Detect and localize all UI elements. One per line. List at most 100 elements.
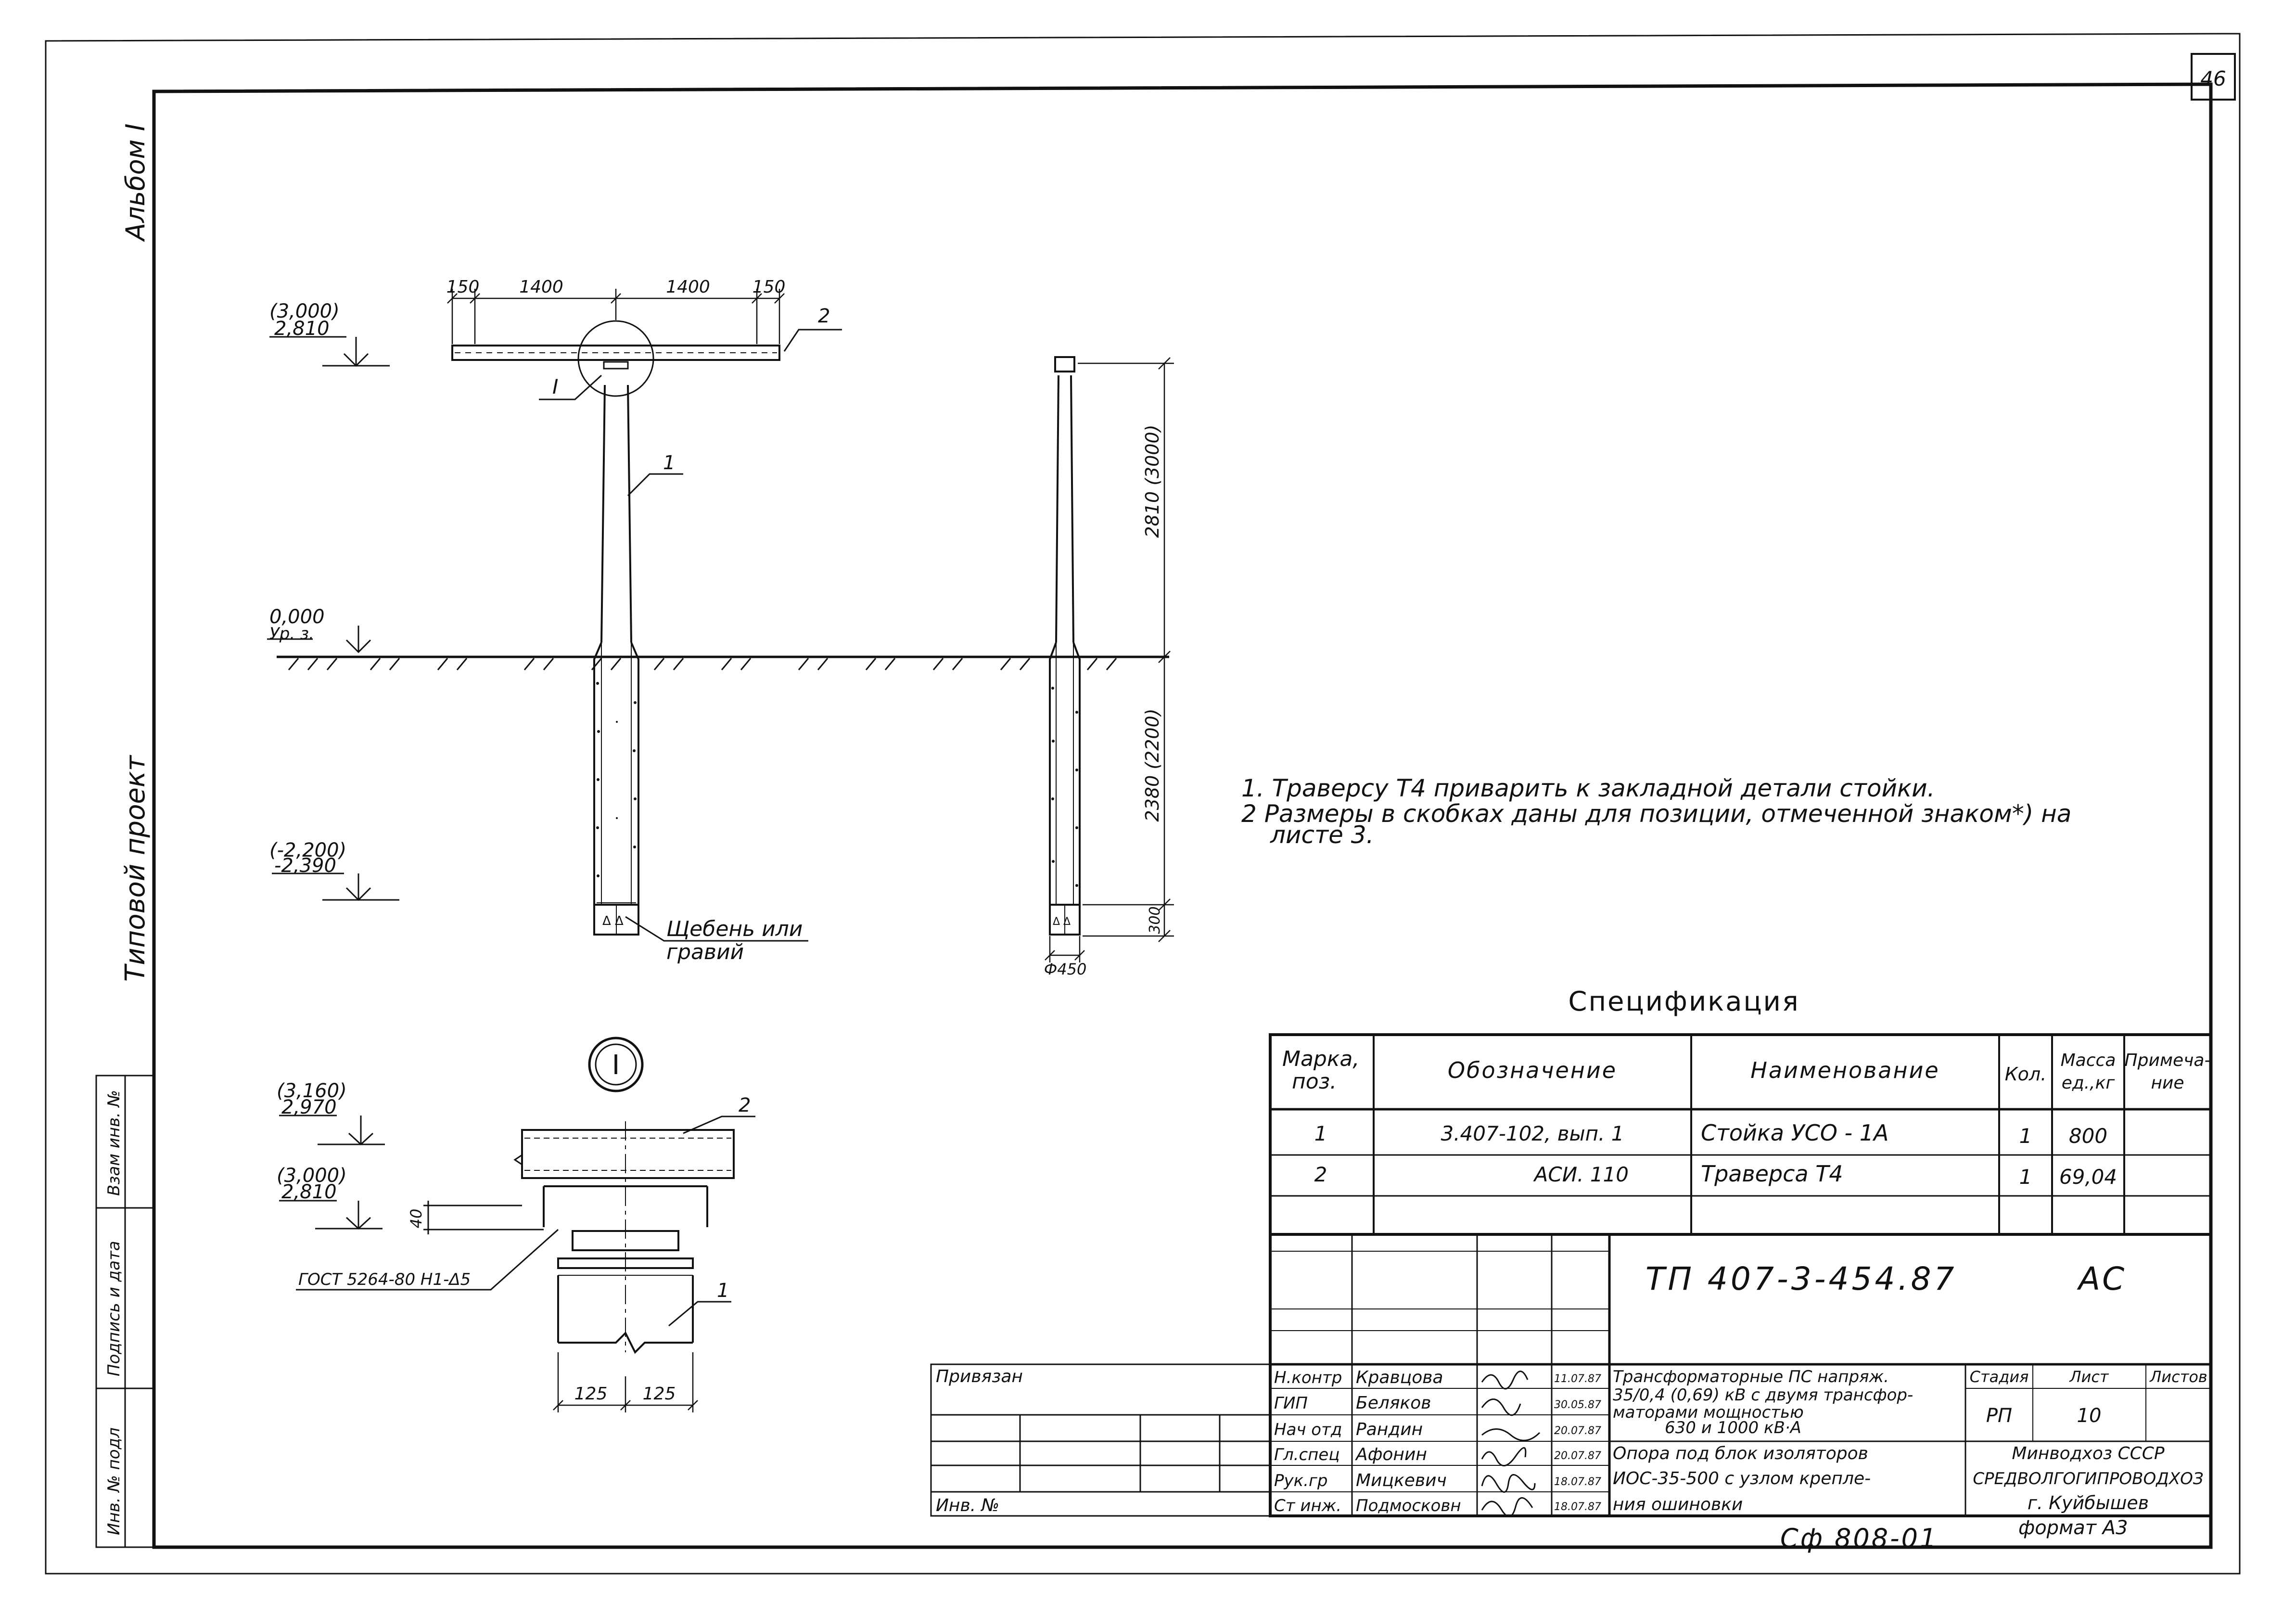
note-2: 2 Размеры в скобках даны для позиции, от… bbox=[1241, 800, 2071, 828]
dim-150-left: 150 bbox=[446, 277, 480, 297]
dim-1400-right: 1400 bbox=[666, 277, 710, 297]
sheet-title-2: ИОС-35-500 с узлом крепле- bbox=[1613, 1469, 1871, 1488]
detail-bottom-dims bbox=[553, 1352, 698, 1412]
weld-label: ГОСТ 5264-80 Н1-Δ5 bbox=[298, 1270, 471, 1289]
pole-front-fill-dots bbox=[596, 682, 637, 877]
sheet-number: 46 bbox=[2200, 67, 2226, 90]
base-glyph-left: Δ Δ bbox=[602, 914, 624, 928]
sheet-no-value: 10 bbox=[2077, 1405, 2102, 1427]
spec-header-note: Примеча- bbox=[2125, 1051, 2211, 1070]
spec-header-mass-2: ед.,кг bbox=[2062, 1073, 2116, 1093]
role-gip: ГИП bbox=[1274, 1394, 1308, 1413]
spec-title: Спецификация bbox=[1568, 986, 1799, 1017]
detail-dim-right: 125 bbox=[643, 1384, 676, 1404]
base-glyph-right: Δ Δ bbox=[1053, 916, 1071, 928]
sheet-title-3: ния ошиновки bbox=[1613, 1495, 1743, 1514]
note-1: 1. Траверсу Т4 приварить к закладной дет… bbox=[1241, 774, 1935, 802]
elev-top: 2,810 bbox=[274, 318, 330, 340]
role-nachotd: Нач отд bbox=[1274, 1420, 1342, 1439]
elev-bottom-paren: (-2,200) bbox=[269, 839, 346, 861]
role-rukgr: Рук.гр bbox=[1274, 1471, 1327, 1490]
gravel-leader bbox=[625, 916, 808, 942]
sheet-frame bbox=[45, 33, 2241, 1575]
detail-elev-a-paren: (3,160) bbox=[277, 1080, 347, 1102]
gravel-label-1: Щебень или bbox=[666, 917, 803, 941]
detail-leaders bbox=[668, 1116, 755, 1327]
signatures bbox=[1481, 1371, 1541, 1517]
dim-lower: 2380 (2200) bbox=[1142, 708, 1163, 821]
spec-row2-designation: АСИ. 110 bbox=[1533, 1163, 1629, 1186]
weld-leader bbox=[296, 1229, 559, 1291]
stage-label: Стадия bbox=[1970, 1368, 2029, 1386]
detail-label: I bbox=[612, 1050, 620, 1081]
spec-row1-name: Стойка УСО - 1А bbox=[1701, 1120, 1888, 1146]
elev-top-paren: (3,000) bbox=[269, 300, 340, 322]
spec-row1-designation: 3.407-102, вып. 1 bbox=[1441, 1122, 1624, 1145]
binding-block bbox=[930, 1363, 1271, 1517]
position-leaders bbox=[539, 329, 842, 497]
project-title-3: маторами мощностью bbox=[1613, 1403, 1804, 1422]
date-4: 20.07.87 bbox=[1554, 1450, 1601, 1462]
name-afonin: Афонин bbox=[1355, 1445, 1427, 1464]
top-dimensions bbox=[447, 289, 785, 344]
format-label: формат А3 bbox=[2018, 1517, 2128, 1539]
dim-upper: 2810 (3000) bbox=[1142, 424, 1163, 538]
org-2: СРЕДВОЛГОГИПРОВОДХОЗ bbox=[1973, 1469, 2203, 1488]
copy-code: Сф 808-01 bbox=[1780, 1523, 1938, 1553]
detail-elev-a: 2,970 bbox=[281, 1096, 337, 1118]
dim-base: 300 bbox=[1147, 906, 1163, 934]
spec-header-note-2: ние bbox=[2151, 1073, 2184, 1093]
role-stinzh: Ст инж. bbox=[1274, 1496, 1341, 1515]
name-belyakov: Беляков bbox=[1356, 1393, 1431, 1413]
detail-pos-2: 2 bbox=[739, 1094, 751, 1116]
org-1: Минводхоз СССР bbox=[2012, 1444, 2164, 1463]
spec-row2-qty: 1 bbox=[2019, 1165, 2032, 1189]
spec-header-mark: Марка, bbox=[1282, 1047, 1359, 1071]
date-2: 30.05.87 bbox=[1554, 1399, 1601, 1411]
spec-row2-mark: 2 bbox=[1314, 1163, 1327, 1186]
name-randin: Рандин bbox=[1356, 1420, 1423, 1439]
stage-value: РП bbox=[1986, 1405, 2012, 1427]
album-label: Альбом I bbox=[120, 124, 151, 242]
elev-zero-sub: Ур. з. bbox=[269, 624, 314, 643]
date-5: 18.07.87 bbox=[1554, 1476, 1601, 1488]
detail-elevations bbox=[279, 1115, 544, 1234]
project-type-label: Типовой проект bbox=[120, 755, 151, 982]
detail-dim-left: 125 bbox=[574, 1384, 608, 1404]
detail-circle bbox=[588, 1037, 644, 1092]
spec-header-designation: Обозначение bbox=[1448, 1057, 1617, 1083]
sheets-label: Листов bbox=[2149, 1368, 2207, 1386]
elev-zero: 0,000 bbox=[269, 606, 325, 628]
spec-header-name: Наименование bbox=[1750, 1057, 1939, 1083]
side-stamp bbox=[95, 1075, 155, 1548]
date-3: 20.07.87 bbox=[1554, 1425, 1601, 1437]
name-mitskevich: Мицкевич bbox=[1356, 1471, 1447, 1490]
date-6: 18.07.87 bbox=[1554, 1501, 1601, 1513]
dim-1400-left: 1400 bbox=[519, 277, 563, 297]
project-title-1: Трансформаторные ПС напряж. bbox=[1613, 1367, 1889, 1386]
spec-header-mass: Масса bbox=[2061, 1051, 2116, 1070]
elev-bottom: -2,390 bbox=[274, 855, 336, 877]
spec-row2-name: Траверса Т4 bbox=[1701, 1161, 1843, 1187]
side-label-sign: Подпись и дата bbox=[104, 1241, 124, 1376]
inv-label: Инв. № bbox=[936, 1496, 999, 1515]
role-glspec: Гл.спец bbox=[1274, 1445, 1339, 1464]
spec-header-qty: Кол. bbox=[2005, 1064, 2047, 1085]
side-label-replace: Взам инв. № bbox=[104, 1090, 124, 1196]
sheet-label: Лист bbox=[2069, 1368, 2109, 1386]
pole-position-label: 1 bbox=[663, 452, 675, 474]
side-label-inv: Инв. № подл bbox=[104, 1427, 124, 1535]
vertical-dimensions bbox=[1045, 357, 1174, 962]
doc-code: ТП 407-3-454.87 bbox=[1645, 1260, 1957, 1297]
detail-dim-40: 40 bbox=[407, 1209, 425, 1229]
date-1: 11.07.87 bbox=[1554, 1373, 1601, 1385]
dim-150-right: 150 bbox=[753, 277, 786, 297]
detail-callout-label: I bbox=[552, 375, 558, 398]
project-title-2: 35/0,4 (0,69) кВ с двумя трансфор- bbox=[1613, 1385, 1913, 1405]
detail-elev-b: 2,810 bbox=[281, 1181, 337, 1203]
name-podmoskovn: Подмосковн bbox=[1356, 1496, 1461, 1515]
traverse-beam bbox=[451, 320, 780, 397]
doc-mark: АС bbox=[2077, 1260, 2126, 1297]
binding-label: Привязан bbox=[936, 1367, 1023, 1386]
